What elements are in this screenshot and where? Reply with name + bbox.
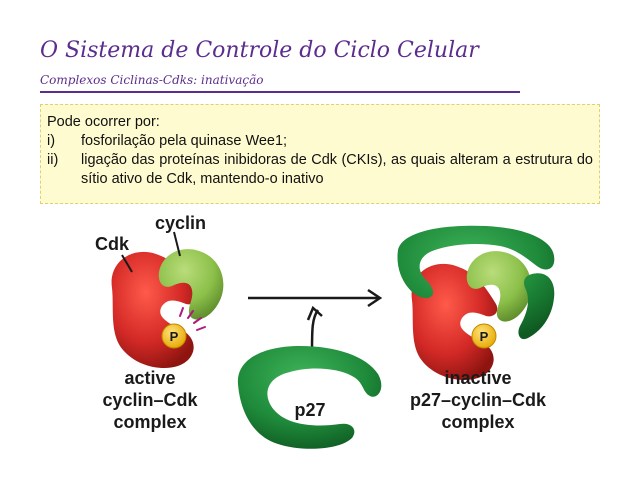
p27-shape-inactive (397, 225, 555, 340)
phosphate-label-inactive: P (480, 329, 489, 344)
slide-subtitle: Complexos Ciclinas-Cdks: inativação (40, 73, 264, 87)
p27-shape (237, 346, 382, 449)
cyclin-pointer (173, 231, 181, 257)
slide-title: O Sistema de Controle do Ciclo Celular (40, 38, 479, 63)
phosphate-label: P (170, 329, 179, 344)
title-divider (40, 91, 520, 93)
list-item-number: i) (47, 133, 56, 149)
inactive-complex: P inactive p27–cyclin–Cdk complex (397, 225, 555, 432)
active-label-line3: complex (113, 412, 186, 432)
p27-label: p27 (294, 400, 325, 420)
p27-free: p27 (237, 346, 382, 449)
list-item-text: ligação das proteínas inibidoras de Cdk … (81, 152, 593, 187)
active-label-line1: active (124, 368, 175, 388)
cyclin-label: cyclin (155, 213, 206, 233)
cyclin-shape (158, 249, 224, 320)
list-item: ii) ligação das proteínas inibidoras de … (47, 151, 593, 189)
inactive-label-line2: p27–cyclin–Cdk (410, 390, 547, 410)
cdk-pointer (121, 254, 133, 273)
description-box: Pode ocorrer por: i) fosforilação pela q… (40, 104, 600, 204)
list-item-number: ii) (47, 152, 59, 168)
phosphorylation-ticks (179, 307, 206, 331)
reaction-arrow (248, 288, 383, 353)
list-item-text: fosforilação pela quinase Wee1; (81, 133, 288, 149)
inactive-label-line3: complex (441, 412, 514, 432)
description-intro: Pode ocorrer por: (47, 114, 160, 130)
inactive-label-line1: inactive (444, 368, 511, 388)
active-complex: P Cdk cyclin active cyclin–Cdk complex (95, 213, 224, 432)
phosphate-icon-inactive (471, 323, 497, 349)
cdk-label: Cdk (95, 234, 130, 254)
list-item: i) fosforilação pela quinase Wee1; (47, 132, 593, 151)
active-label-line2: cyclin–Cdk (102, 390, 198, 410)
phosphate-icon (161, 323, 187, 349)
cyclin-shape-inactive (466, 251, 532, 322)
